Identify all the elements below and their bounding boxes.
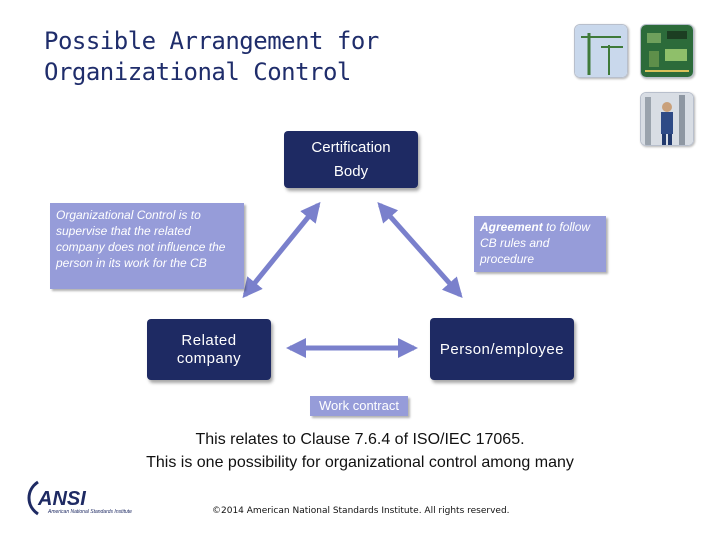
agreement-bold: Agreement <box>480 220 543 234</box>
crane-photo <box>574 24 628 78</box>
svg-text:ANSI: ANSI <box>37 488 86 510</box>
related-company-line1: Related <box>181 331 237 349</box>
certification-body-line2: Body <box>333 162 369 180</box>
ansi-logo: ANSI American National Standards Institu… <box>24 476 144 520</box>
related-company-node: Related company <box>147 319 271 380</box>
agreement-note: Agreement to follow CB rules and procedu… <box>474 216 606 272</box>
caption-line2: This is one possibility for organization… <box>146 454 574 471</box>
certification-body-node: Certification Body <box>284 131 418 188</box>
copyright-footer: ©2014 American National Standards Instit… <box>212 506 510 516</box>
arrow-cb-to-related <box>242 201 321 299</box>
organizational-control-text: Organizational Control is to supervise t… <box>56 208 226 270</box>
certification-body-line1: Certification <box>311 138 391 156</box>
worker-photo <box>640 92 694 146</box>
worker-icon <box>641 93 693 145</box>
work-contract-note: Work contract <box>310 396 408 416</box>
arrow-cb-to-person <box>377 202 463 298</box>
circuit-board-photo <box>640 24 694 78</box>
work-contract-label: Work contract <box>319 398 399 413</box>
caption-line1: This relates to Clause 7.6.4 of ISO/IEC … <box>195 431 525 448</box>
agreement-rest: to follow CB rules and procedure <box>480 220 591 266</box>
related-company-line2: company <box>176 349 242 367</box>
ansi-logo-subtext: American National Standards Institute <box>48 509 132 515</box>
crane-icon <box>575 25 627 77</box>
person-employee-label: Person/employee <box>439 340 565 358</box>
organizational-control-note: Organizational Control is to supervise t… <box>50 203 244 289</box>
circuit-icon <box>641 25 693 77</box>
person-employee-node: Person/employee <box>430 318 574 380</box>
page-title: Possible Arrangement for Organizational … <box>44 27 379 86</box>
ansi-logo-icon: ANSI <box>27 480 86 516</box>
